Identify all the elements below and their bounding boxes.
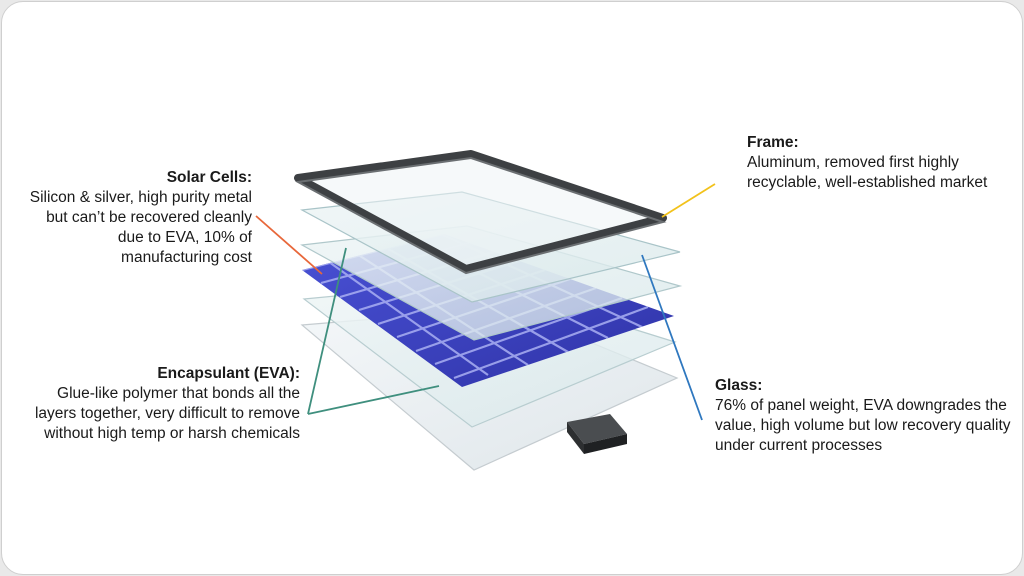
solar-cells-title: Solar Cells: [166,169,252,186]
cells-leader-line [255,215,323,275]
frame-description: Aluminum, removed first highly recyclabl… [747,154,988,191]
eva-leader-line-upper [307,247,347,415]
glass-description: 76% of panel weight, EVA downgrades the … [715,397,1011,454]
frame-leader-line [661,183,716,218]
glass-callout: Glass: 76% of panel weight, EVA downgrad… [715,376,1015,456]
aluminum-frame [294,150,667,275]
encapsulant-description: Glue-like polymer that bonds all the lay… [34,385,300,442]
junction-box [567,414,627,454]
encapsulant-title: Encapsulant (EVA): [157,365,300,382]
solar-cells-description: Silicon & silver, high purity metal but … [29,189,252,266]
frame-callout: Frame: Aluminum, removed first highly re… [747,133,1007,193]
glass-title: Glass: [715,377,763,394]
encapsulant-callout: Encapsulant (EVA): Glue-like polymer tha… [28,364,300,444]
solar-cells-callout: Solar Cells: Silicon & silver, high puri… [24,168,252,268]
frame-title: Frame: [747,134,799,151]
glass-leader-line [641,254,703,421]
eva-leader-line-lower [307,385,440,415]
